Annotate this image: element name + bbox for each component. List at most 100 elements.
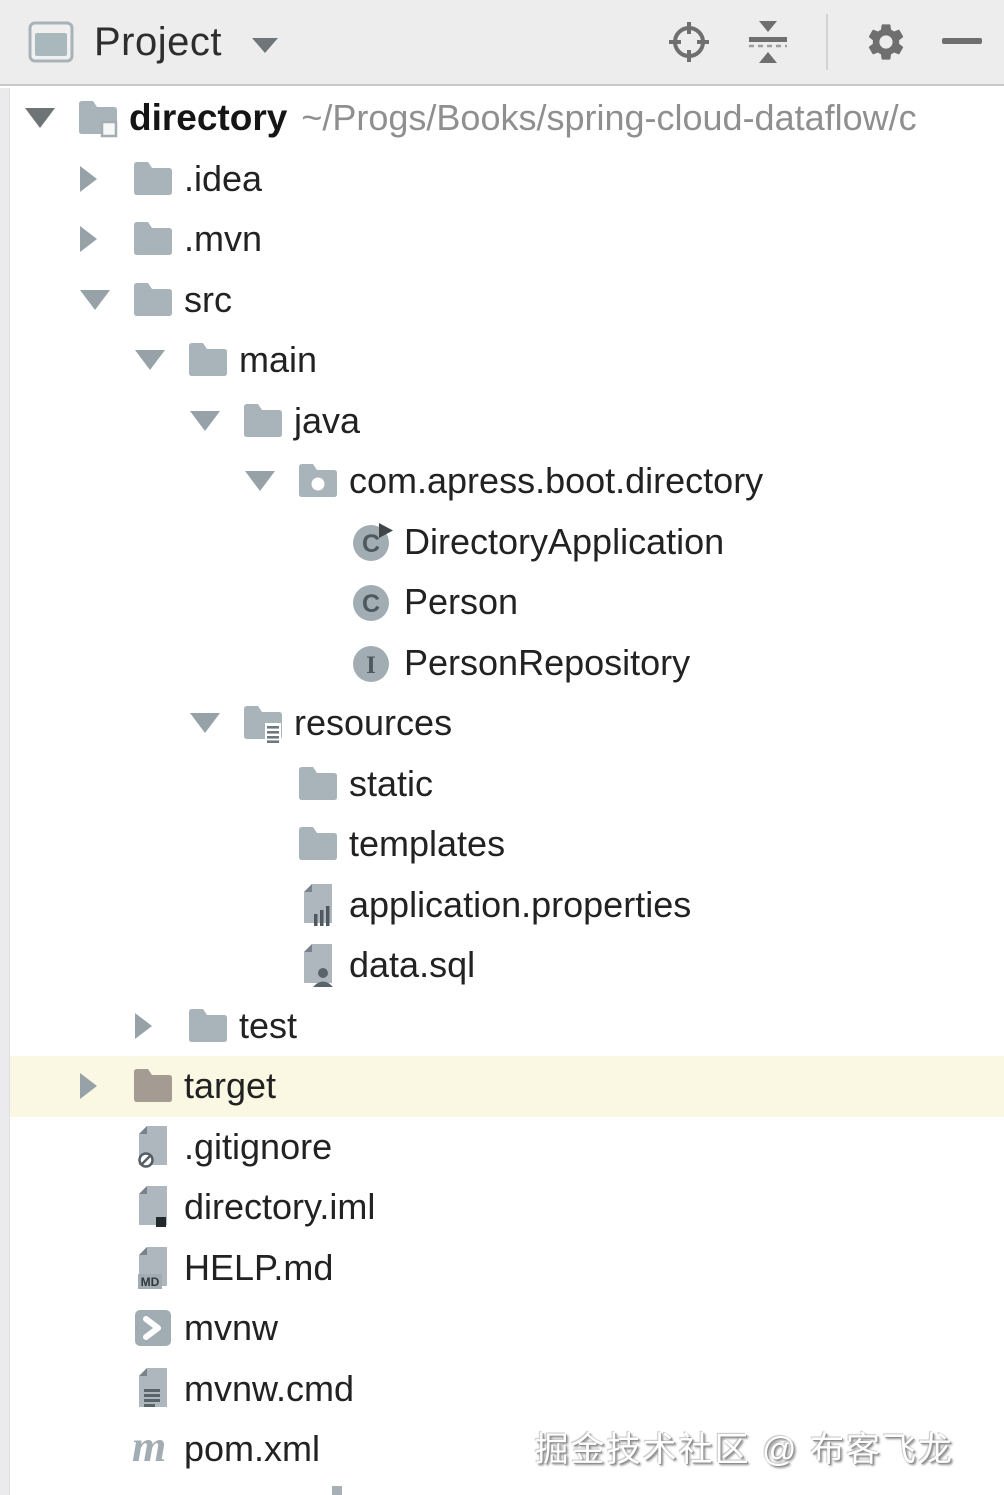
collapse-arrow-icon[interactable] — [185, 713, 240, 734]
text-file-icon — [130, 1366, 176, 1412]
tree-row-test[interactable]: test — [10, 996, 1004, 1057]
tree-row-person[interactable]: C Person — [10, 572, 1004, 633]
sql-file-icon — [295, 942, 341, 988]
tree-row-java[interactable]: java — [10, 391, 1004, 452]
collapse-arrow-icon[interactable] — [75, 289, 130, 310]
tree-item-label: main — [239, 339, 318, 381]
project-tree: directory ~/Progs/Books/spring-cloud-data… — [10, 88, 1004, 1480]
tree-item-label: .gitignore — [184, 1125, 333, 1167]
folder-icon — [185, 1003, 231, 1049]
ignored-file-icon — [130, 1124, 176, 1170]
tree-item-label: templates — [349, 823, 506, 865]
tree-row-data-sql[interactable]: data.sql — [10, 935, 1004, 996]
tree-item-label: .mvn — [184, 218, 263, 260]
tree-row-help-md[interactable]: MD HELP.md — [10, 1238, 1004, 1299]
tree-row--gitignore[interactable]: .gitignore — [10, 1117, 1004, 1178]
folder-icon — [240, 398, 286, 444]
tree-item-label: DirectoryApplication — [404, 520, 725, 562]
chevron-down-icon — [252, 37, 278, 53]
expand-arrow-icon[interactable] — [75, 226, 130, 253]
tree-item-label: pom.xml — [184, 1428, 321, 1470]
tree-item-label: directory — [129, 97, 288, 139]
tree-item-label: mvnw.cmd — [184, 1367, 355, 1409]
tree-item-label: directory.iml — [184, 1186, 376, 1228]
tree-item-label: data.sql — [349, 944, 476, 986]
collapse-arrow-icon[interactable] — [185, 410, 240, 431]
watermark-text: 掘金技术社区 @ 布客飞龙 — [534, 1431, 954, 1469]
tree-item-label: java — [294, 399, 361, 441]
class-run-icon: C — [350, 519, 396, 565]
tree-item-label: src — [184, 278, 232, 320]
collapse-arrow-icon[interactable] — [130, 350, 185, 371]
project-root-path: ~/Progs/Books/spring-cloud-dataflow/c — [301, 97, 917, 139]
tree-row-templates[interactable]: templates — [10, 814, 1004, 875]
expand-arrow-icon[interactable] — [75, 1073, 130, 1100]
excluded-folder-icon — [130, 1063, 176, 1109]
svg-text:m: m — [132, 1428, 166, 1470]
tree-row-main[interactable]: main — [10, 330, 1004, 391]
tree-item-label: .idea — [184, 157, 263, 199]
svg-text:C: C — [362, 530, 380, 558]
hide-toolwindow-button[interactable] — [942, 38, 982, 46]
tree-item-label: resources — [294, 702, 453, 744]
tree-row-target[interactable]: target — [10, 1056, 1004, 1117]
maven-file-icon: m — [130, 1426, 176, 1472]
tree-item-label: application.properties — [349, 883, 692, 925]
tree-row-directory[interactable]: directory ~/Progs/Books/spring-cloud-data… — [10, 88, 1004, 149]
tree-item-label: PersonRepository — [404, 641, 691, 683]
properties-file-icon — [295, 882, 341, 928]
tree-item-label: mvnw — [184, 1307, 279, 1349]
iml-file-icon — [130, 1184, 176, 1230]
tree-row-com-apress-boot-directory[interactable]: com.apress.boot.directory — [10, 451, 1004, 512]
svg-text:C: C — [362, 590, 380, 618]
folder-icon — [295, 821, 341, 867]
tree-row--mvn[interactable]: .mvn — [10, 209, 1004, 270]
clipped-row-fragment — [332, 1486, 342, 1495]
tree-row-static[interactable]: static — [10, 754, 1004, 815]
package-icon — [295, 458, 341, 504]
collapse-all-button[interactable] — [746, 18, 790, 66]
expand-arrow-icon[interactable] — [75, 165, 130, 192]
tree-item-label: com.apress.boot.directory — [349, 460, 764, 502]
toolwindow-toolbar — [666, 14, 982, 70]
tree-row-mvnw[interactable]: mvnw — [10, 1298, 1004, 1359]
resources-folder-icon — [240, 700, 286, 746]
tree-row-src[interactable]: src — [10, 270, 1004, 331]
tree-item-label: Person — [404, 581, 519, 623]
tree-row-directoryapplication[interactable]: C DirectoryApplication — [10, 512, 1004, 573]
project-toolwindow-icon — [28, 21, 74, 63]
interface-icon: I — [350, 640, 396, 686]
svg-text:MD: MD — [141, 1275, 160, 1289]
project-toolwindow-header: Project — [0, 0, 1004, 86]
project-view-selector[interactable]: Project — [28, 20, 666, 65]
project-folder-icon — [75, 95, 121, 141]
locate-file-button[interactable] — [666, 19, 712, 65]
md-file-icon: MD — [130, 1245, 176, 1291]
shell-file-icon — [130, 1305, 176, 1351]
tree-row--idea[interactable]: .idea — [10, 149, 1004, 210]
folder-icon — [185, 337, 231, 383]
tree-row-mvnw-cmd[interactable]: mvnw.cmd — [10, 1359, 1004, 1420]
tree-row-directory-iml[interactable]: directory.iml — [10, 1177, 1004, 1238]
tree-item-label: static — [349, 762, 434, 804]
class-icon: C — [350, 579, 396, 625]
folder-icon — [130, 216, 176, 262]
tree-item-label: target — [184, 1065, 277, 1107]
collapse-arrow-icon[interactable] — [20, 108, 75, 129]
tree-row-personrepository[interactable]: I PersonRepository — [10, 633, 1004, 694]
tree-row-pom-xml[interactable]: m pom.xml — [10, 1419, 1004, 1480]
settings-gear-button[interactable] — [864, 20, 908, 64]
toolwindow-title: Project — [94, 19, 222, 64]
tree-row-resources[interactable]: resources — [10, 693, 1004, 754]
panel-left-border — [0, 88, 10, 1495]
expand-arrow-icon[interactable] — [130, 1012, 185, 1039]
folder-icon — [295, 761, 341, 807]
svg-text:I: I — [366, 652, 376, 679]
folder-icon — [130, 156, 176, 202]
folder-icon — [130, 277, 176, 323]
tree-item-label: HELP.md — [184, 1246, 334, 1288]
collapse-arrow-icon[interactable] — [240, 471, 295, 492]
toolbar-separator — [826, 14, 828, 70]
tree-item-label: test — [239, 1004, 298, 1046]
tree-row-application-properties[interactable]: application.properties — [10, 875, 1004, 936]
